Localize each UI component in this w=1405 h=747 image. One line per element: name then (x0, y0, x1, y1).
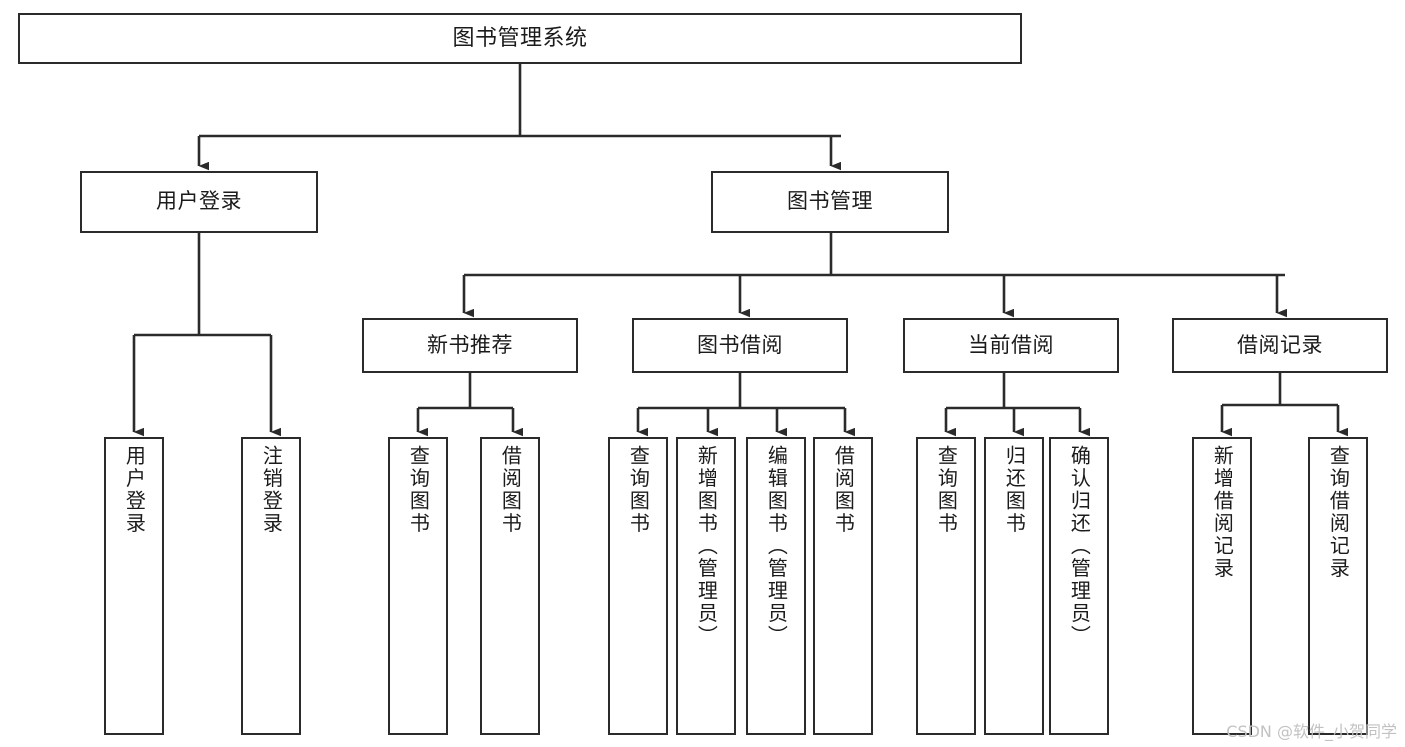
node-leaf-query-record-label: 查询借阅记录 (1326, 445, 1351, 580)
node-leaf-user-login[interactable]: 用户登录 (104, 437, 164, 735)
node-leaf-query-book-1-label: 查询图书 (406, 445, 431, 535)
node-leaf-query-book-1[interactable]: 查询图书 (388, 437, 448, 735)
node-leaf-add-book-label: 新增图书（管理员） (694, 445, 719, 648)
node-leaf-add-record[interactable]: 新增借阅记录 (1192, 437, 1252, 735)
node-leaf-add-record-label: 新增借阅记录 (1210, 445, 1235, 580)
node-new-book-recommend[interactable]: 新书推荐 (362, 318, 578, 373)
node-leaf-query-book-2[interactable]: 查询图书 (608, 437, 668, 735)
node-leaf-add-book[interactable]: 新增图书（管理员） (676, 437, 736, 735)
node-borrow-record[interactable]: 借阅记录 (1172, 318, 1388, 373)
node-root-label: 图书管理系统 (452, 25, 588, 51)
watermark-text: CSDN @软件_小贺同学 (1226, 722, 1397, 741)
node-leaf-return-book[interactable]: 归还图书 (984, 437, 1044, 735)
node-leaf-edit-book[interactable]: 编辑图书（管理员） (746, 437, 806, 735)
node-book-manage[interactable]: 图书管理 (711, 171, 949, 233)
node-borrow-record-label: 借阅记录 (1237, 332, 1323, 357)
node-root[interactable]: 图书管理系统 (18, 13, 1022, 64)
node-leaf-user-logout-label: 注销登录 (259, 445, 284, 535)
node-leaf-borrow-book-2[interactable]: 借阅图书 (813, 437, 873, 735)
node-current-borrow-label: 当前借阅 (968, 332, 1054, 357)
node-leaf-user-logout[interactable]: 注销登录 (241, 437, 301, 735)
node-book-manage-label: 图书管理 (787, 189, 873, 214)
node-leaf-edit-book-label: 编辑图书（管理员） (764, 445, 789, 648)
node-leaf-query-record[interactable]: 查询借阅记录 (1308, 437, 1368, 735)
node-current-borrow[interactable]: 当前借阅 (903, 318, 1119, 373)
node-leaf-return-book-label: 归还图书 (1002, 445, 1027, 535)
node-book-borrow[interactable]: 图书借阅 (632, 318, 848, 373)
node-book-borrow-label: 图书借阅 (697, 332, 783, 357)
node-leaf-borrow-book-2-label: 借阅图书 (831, 445, 856, 535)
node-leaf-confirm-return[interactable]: 确认归还（管理员） (1049, 437, 1109, 735)
node-leaf-borrow-book-1-label: 借阅图书 (498, 445, 523, 535)
node-user-login-label: 用户登录 (156, 189, 242, 214)
node-leaf-user-login-label: 用户登录 (122, 445, 147, 535)
node-leaf-borrow-book-1[interactable]: 借阅图书 (480, 437, 540, 735)
node-new-book-recommend-label: 新书推荐 (427, 332, 513, 357)
node-leaf-confirm-return-label: 确认归还（管理员） (1067, 445, 1092, 648)
node-leaf-query-book-3-label: 查询图书 (934, 445, 959, 535)
node-leaf-query-book-2-label: 查询图书 (626, 445, 651, 535)
node-user-login[interactable]: 用户登录 (80, 171, 318, 233)
node-leaf-query-book-3[interactable]: 查询图书 (916, 437, 976, 735)
